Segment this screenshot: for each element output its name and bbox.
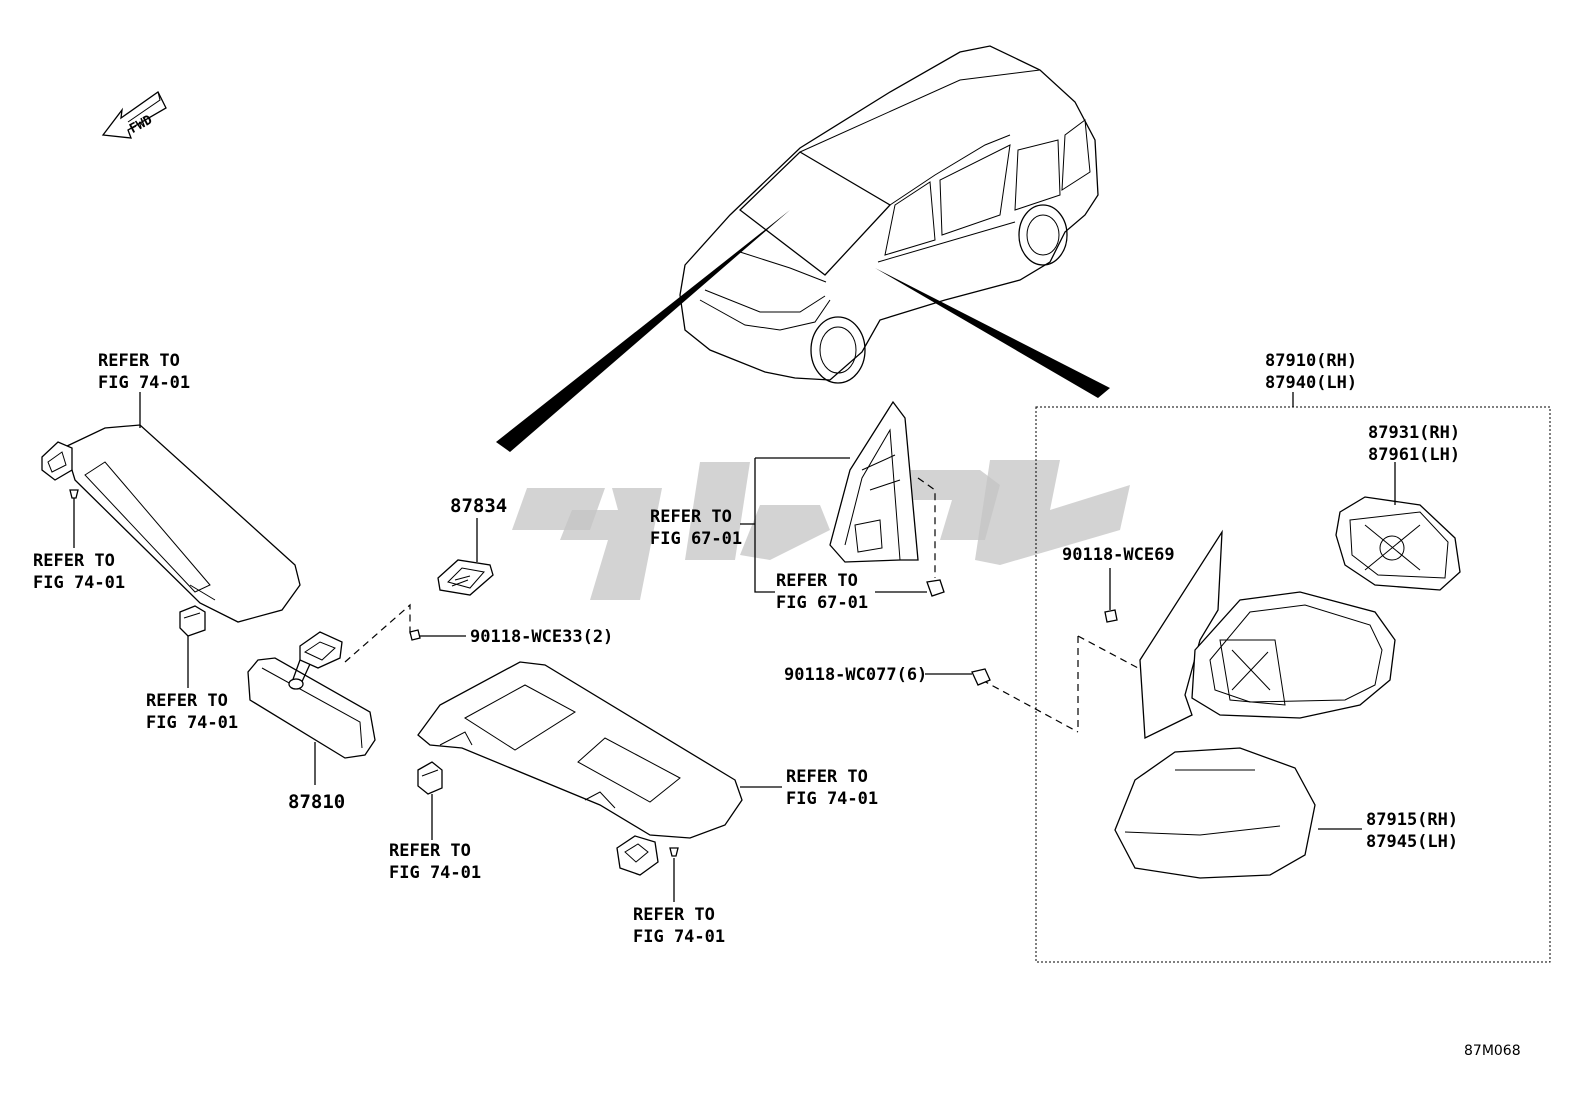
label-87810: 87810: [288, 791, 345, 813]
outer-mirror-cover: [1114, 747, 1316, 879]
label-wce33: 90118-WCE33(2): [470, 627, 613, 647]
label-mirror-glass-rh: 87931(RH): [1368, 423, 1460, 443]
label-sunvisor-lh-screw-2: FIG 74-01: [33, 573, 125, 593]
callout-wedge-right: [875, 268, 1110, 398]
label-glass-clip-2: FIG 67-01: [776, 593, 868, 613]
outer-mirror-body: [1139, 529, 1396, 740]
label-sunvisor-lh-holder-1: REFER TO: [146, 691, 228, 711]
nut-wc077: [971, 668, 991, 686]
mirror-dashed-mount: [981, 635, 1139, 733]
sun-visor-lh: [41, 424, 301, 623]
label-wc077: 90118-WC077(6): [784, 665, 927, 685]
glass-clip: [926, 579, 945, 597]
label-sunvisor-rh-holder-2: FIG 74-01: [389, 863, 481, 883]
label-sunvisor-lh-top-2: FIG 74-01: [98, 373, 190, 393]
label-glass-left-1: REFER TO: [650, 507, 732, 527]
label-mirror-glass-lh: 87961(LH): [1368, 445, 1460, 465]
label-sunvisor-lh-screw-1: REFER TO: [33, 551, 115, 571]
fwd-arrow-icon: FWD: [101, 91, 167, 139]
figure-code: 87M068: [1464, 1043, 1521, 1059]
mirror-glass-87931: [1335, 496, 1461, 591]
sun-visor-holder-rh: [417, 761, 443, 795]
label-mirror-cover-rh: 87915(RH): [1366, 810, 1458, 830]
sun-visor-holder-lh: [179, 605, 206, 637]
screw-wce33: [409, 629, 421, 641]
label-sunvisor-rh-holder-1: REFER TO: [389, 841, 471, 861]
glass-clip-dashed: [917, 477, 936, 578]
label-sunvisor-rh-screw-1: REFER TO: [633, 905, 715, 925]
label-sunvisor-rh-end-2: FIG 74-01: [786, 789, 878, 809]
label-sunvisor-rh-screw-2: FIG 74-01: [633, 927, 725, 947]
label-sunvisor-lh-holder-2: FIG 74-01: [146, 713, 238, 733]
leader-glass-bracket: [740, 457, 850, 593]
label-sunvisor-rh-end-1: REFER TO: [786, 767, 868, 787]
callout-wedge-left: [496, 210, 790, 452]
label-mirror-assy-rh: 87910(RH): [1265, 351, 1357, 371]
label-glass-left-2: FIG 67-01: [650, 529, 742, 549]
label-mirror-cover-lh: 87945(LH): [1366, 832, 1458, 852]
label-mirror-assy-lh: 87940(LH): [1265, 373, 1357, 393]
label-87834: 87834: [450, 495, 507, 517]
label-sunvisor-lh-top-1: REFER TO: [98, 351, 180, 371]
screw-wce69: [1104, 609, 1118, 623]
label-glass-clip-1: REFER TO: [776, 571, 858, 591]
front-door-corner-glass: [829, 400, 919, 563]
mirror-cover-87834: [437, 559, 494, 596]
sun-visor-rh: [417, 661, 743, 839]
label-wce69: 90118-WCE69: [1062, 545, 1175, 565]
vehicle-illustration: [679, 45, 1099, 384]
sun-visor-hinge-rh: [616, 835, 679, 876]
dashed-mount-line: [344, 603, 411, 663]
inner-mirror-87810: [247, 631, 376, 759]
